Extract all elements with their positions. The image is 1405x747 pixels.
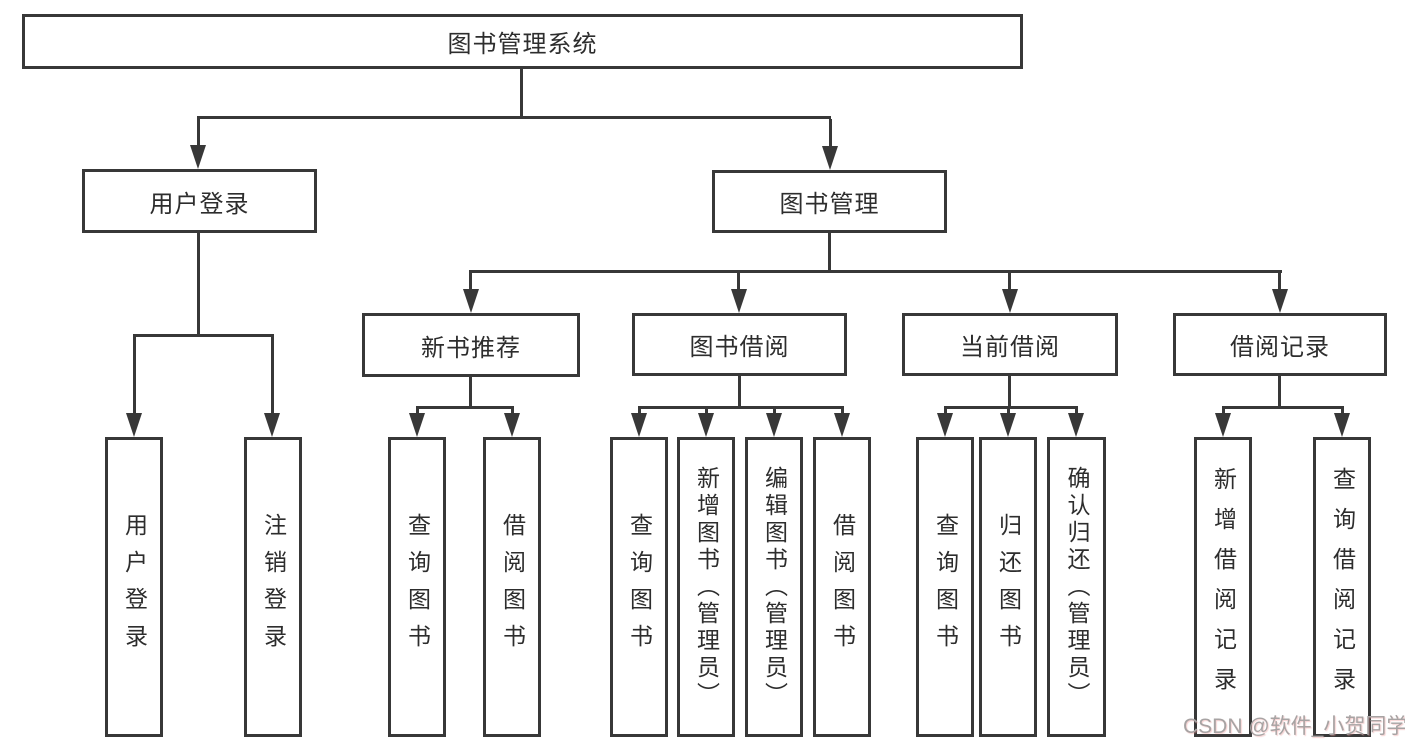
leaf-bb-query-books: 查询图书 — [610, 437, 668, 737]
arrow-down-icon — [126, 413, 142, 437]
connector-line — [638, 406, 844, 409]
leaf-bb-edit-books-admin: 编辑图书（管理员） — [745, 437, 803, 737]
node-new-book-recommend: 新书推荐 — [362, 313, 580, 377]
connector-line — [1008, 376, 1011, 409]
connector-line — [638, 409, 641, 415]
leaf-bb-borrow-books: 借阅图书 — [813, 437, 871, 737]
connector-line — [133, 337, 136, 415]
leaf-nbr-query-books: 查询图书 — [388, 437, 446, 737]
arrow-down-icon — [631, 413, 647, 437]
connector-line — [520, 69, 523, 118]
connector-line — [1278, 273, 1281, 291]
arrow-down-icon — [264, 413, 280, 437]
arrow-down-icon — [834, 413, 850, 437]
connector-line — [416, 406, 514, 409]
leaf-cb-return-books: 归还图书 — [979, 437, 1037, 737]
connector-line — [1222, 409, 1225, 415]
leaf-cb-query-books: 查询图书 — [916, 437, 974, 737]
arrow-down-icon — [190, 145, 206, 169]
node-book-management: 图书管理 — [712, 170, 947, 233]
watermark-text: CSDN @软件_小贺同学 — [1183, 715, 1405, 738]
connector-line — [271, 337, 274, 415]
arrow-down-icon — [822, 146, 838, 170]
connector-line — [197, 116, 831, 119]
arrow-down-icon — [1215, 413, 1231, 437]
connector-line — [773, 409, 776, 415]
leaf-br-query-record: 查询借阅记录 — [1313, 437, 1371, 737]
leaf-br-add-record: 新增借阅记录 — [1194, 437, 1252, 737]
connector-line — [738, 376, 741, 409]
arrow-down-icon — [1002, 289, 1018, 313]
arrow-down-icon — [1068, 413, 1084, 437]
connector-line — [416, 409, 419, 415]
arrow-down-icon — [731, 289, 747, 313]
connector-line — [1222, 406, 1344, 409]
arrow-down-icon — [937, 413, 953, 437]
connector-line — [197, 233, 200, 336]
arrow-down-icon — [698, 413, 714, 437]
leaf-user-login: 用户登录 — [105, 437, 163, 737]
connector-line — [1341, 409, 1344, 415]
connector-line — [511, 409, 514, 415]
connector-line — [469, 377, 472, 409]
node-book-borrowing: 图书借阅 — [632, 313, 847, 376]
arrow-down-icon — [463, 289, 479, 313]
connector-line — [944, 409, 947, 415]
arrow-down-icon — [1000, 413, 1016, 437]
connector-line — [829, 119, 832, 147]
leaf-bb-add-books-admin: 新增图书（管理员） — [677, 437, 735, 737]
connector-line — [944, 406, 1078, 409]
connector-line — [1278, 376, 1281, 409]
connector-line — [705, 409, 708, 415]
arrow-down-icon — [504, 413, 520, 437]
connector-line — [1007, 409, 1010, 415]
leaf-logout: 注销登录 — [244, 437, 302, 737]
node-borrowing-records: 借阅记录 — [1173, 313, 1387, 376]
connector-line — [841, 409, 844, 415]
connector-line — [469, 273, 472, 291]
connector-line — [1008, 273, 1011, 291]
connector-line — [828, 233, 831, 273]
arrow-down-icon — [1334, 413, 1350, 437]
node-current-borrowing: 当前借阅 — [902, 313, 1118, 376]
leaf-cb-confirm-return-admin: 确认归还（管理员） — [1047, 437, 1106, 737]
arrow-down-icon — [1272, 289, 1288, 313]
connector-line — [133, 334, 274, 337]
node-root: 图书管理系统 — [22, 14, 1023, 69]
connector-line — [469, 270, 1282, 273]
arrow-down-icon — [409, 413, 425, 437]
arrow-down-icon — [766, 413, 782, 437]
node-user-login: 用户登录 — [82, 169, 317, 233]
leaf-nbr-borrow-books: 借阅图书 — [483, 437, 541, 737]
connector-line — [197, 119, 200, 147]
connector-line — [1075, 409, 1078, 415]
connector-line — [737, 273, 740, 291]
